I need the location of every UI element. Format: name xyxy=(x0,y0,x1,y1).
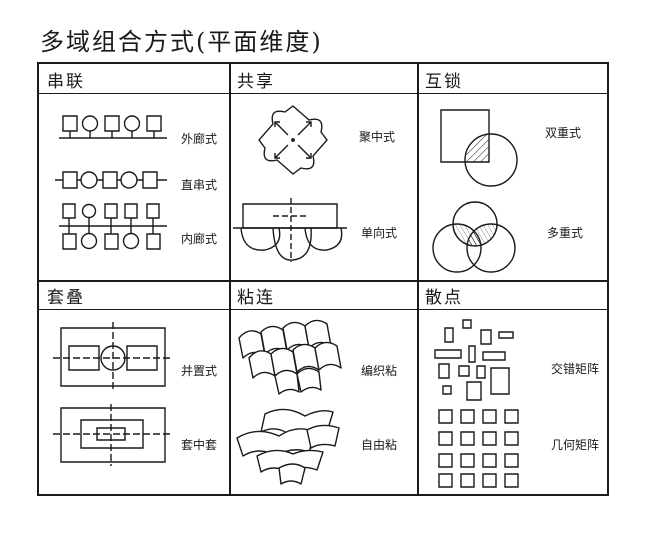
series-label-outer-corridor: 外廊式 xyxy=(181,132,218,146)
series-label-inner-corridor: 内廊式 xyxy=(181,232,218,246)
cell-header: 共享 xyxy=(229,64,417,94)
interlock-multiple-icon xyxy=(427,200,523,276)
adhesion-free-icon xyxy=(235,402,347,486)
adhesion-woven-icon xyxy=(235,318,347,398)
page-title: 多域组合方式(平面维度) xyxy=(40,28,323,56)
interlock-label-double: 双重式 xyxy=(545,126,582,140)
cell-adhesion: 粘连 编织粘 xyxy=(229,280,417,494)
shared-unidirectional-icon xyxy=(233,198,349,266)
section-title-nested: 套叠 xyxy=(47,288,85,308)
adhesion-label-free: 自由粘 xyxy=(361,438,398,452)
series-label-direct: 直串式 xyxy=(181,178,218,192)
scatter-label-staggered-matrix: 交错矩阵 xyxy=(551,362,600,376)
section-title-adhesion: 粘连 xyxy=(237,288,275,308)
section-title-scatter: 散点 xyxy=(425,288,463,308)
nested-label-juxtaposed: 并置式 xyxy=(181,364,218,378)
series-corridor-outer-icon xyxy=(59,110,169,146)
cell-header: 套叠 xyxy=(39,280,229,310)
cell-shared: 共享 聚中式 单向式 xyxy=(229,64,417,280)
grid-divider-h xyxy=(39,280,607,282)
series-corridor-inner-icon xyxy=(59,202,169,252)
cell-series: 串联 外廊式 xyxy=(39,64,229,280)
scatter-label-geometric-matrix: 几何矩阵 xyxy=(551,438,600,452)
section-title-shared: 共享 xyxy=(237,72,275,92)
shared-centripetal-icon xyxy=(255,102,331,178)
section-title-interlock: 互锁 xyxy=(425,72,463,92)
cell-header: 散点 xyxy=(417,280,607,310)
cell-scatter: 散点 交错矩阵 xyxy=(417,280,607,494)
scatter-staggered-matrix-icon xyxy=(433,320,529,404)
interlock-double-icon xyxy=(435,108,519,188)
nested-juxtaposed-icon xyxy=(53,322,175,392)
grid-divider-v2 xyxy=(417,64,419,494)
section-title-series: 串联 xyxy=(47,72,85,92)
series-direct-icon xyxy=(55,168,169,192)
cell-header: 粘连 xyxy=(229,280,417,310)
cell-nested: 套叠 并置式 套中套 xyxy=(39,280,229,494)
grid-divider-v1 xyxy=(229,64,231,494)
cell-header: 串联 xyxy=(39,64,229,94)
nested-label-box-in-box: 套中套 xyxy=(181,438,218,452)
cell-interlock: 互锁 双重式 xyxy=(417,64,607,280)
adhesion-label-woven: 编织粘 xyxy=(361,364,398,378)
shared-label-unidirectional: 单向式 xyxy=(361,226,398,240)
nested-box-in-box-icon xyxy=(53,404,175,466)
diagram-grid: 串联 外廊式 xyxy=(37,62,609,496)
interlock-label-multiple: 多重式 xyxy=(547,226,584,240)
scatter-geometric-matrix-icon xyxy=(437,408,523,490)
cell-header: 互锁 xyxy=(417,64,607,94)
shared-label-centripetal: 聚中式 xyxy=(359,130,396,144)
